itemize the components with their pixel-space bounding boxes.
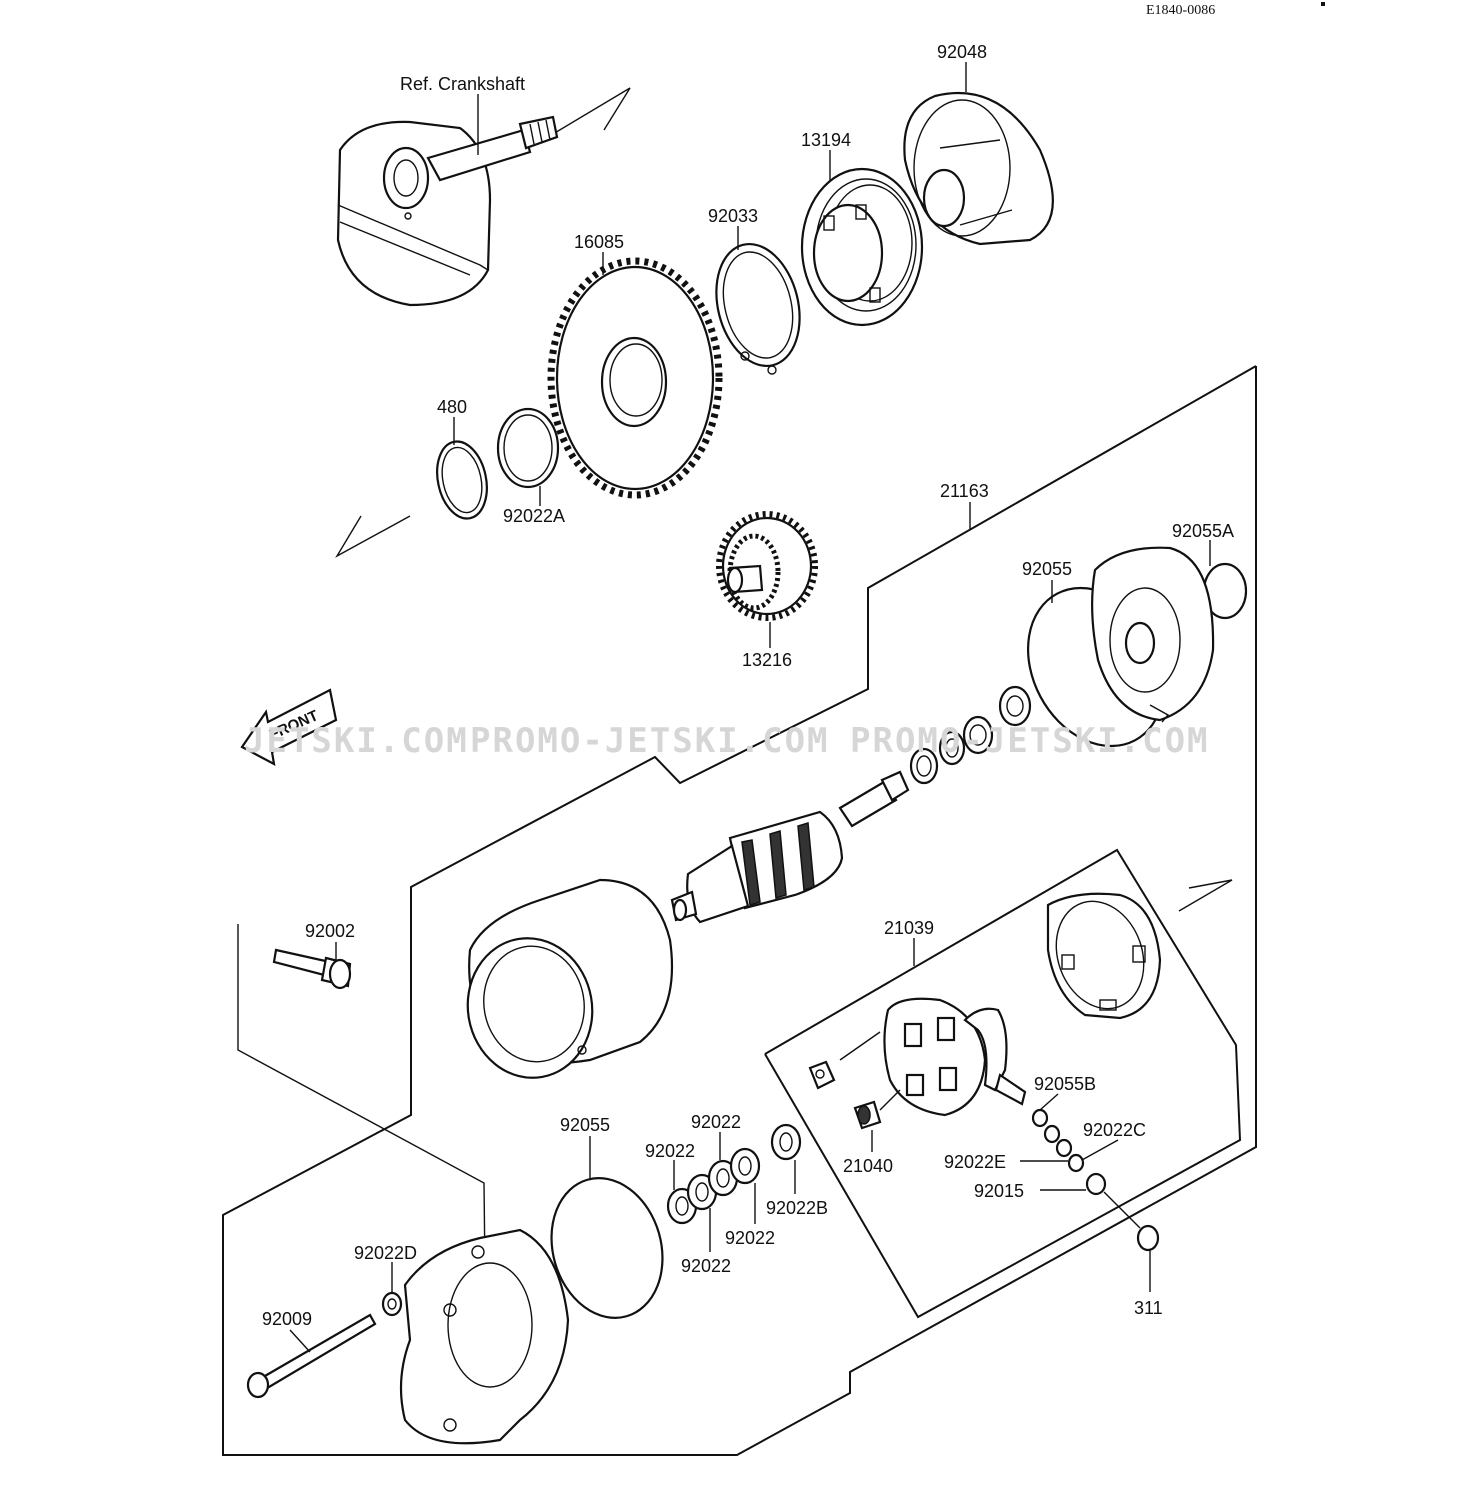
washer-92022D bbox=[381, 1291, 403, 1317]
o-ring-92055-bottom bbox=[550, 1177, 664, 1319]
label-92033: 92033 bbox=[708, 206, 758, 226]
part-labels: Ref. Crankshaft 92048 13194 92033 16085 … bbox=[262, 42, 1234, 1329]
clutch-housing-92048 bbox=[903, 91, 1054, 246]
terminal-hardware bbox=[1031, 1108, 1160, 1252]
brush-holder-21039 bbox=[839, 997, 1027, 1117]
circlip-480 bbox=[436, 440, 488, 520]
watermark-2: PROMO-JETSKI.COM bbox=[470, 721, 830, 761]
label-92055B: 92055B bbox=[1034, 1074, 1096, 1094]
corner-mark bbox=[1321, 2, 1325, 6]
label-92002: 92002 bbox=[305, 921, 355, 941]
label-92055A: 92055A bbox=[1172, 521, 1234, 541]
label-92022-a: 92022 bbox=[645, 1141, 695, 1161]
brush-small bbox=[808, 1060, 836, 1090]
gear-16085 bbox=[547, 257, 723, 499]
washers-bottom bbox=[666, 1123, 802, 1225]
label-480: 480 bbox=[437, 397, 467, 417]
label-92055-bottom: 92055 bbox=[560, 1115, 610, 1135]
washer-92022A bbox=[496, 407, 560, 489]
watermark-1: JETSKI.COM bbox=[244, 721, 469, 761]
label-92022-c: 92022 bbox=[725, 1228, 775, 1248]
reference-arrow-top bbox=[552, 87, 631, 135]
watermark-3: PROMO-JETSKI.COM bbox=[850, 721, 1210, 761]
label-92048: 92048 bbox=[937, 42, 987, 62]
outline-brush-assembly bbox=[764, 848, 1242, 1319]
reference-arrow-left bbox=[335, 515, 411, 558]
outline-starter-assembly bbox=[222, 365, 1257, 1456]
brush-cover bbox=[1046, 892, 1162, 1020]
label-92055-top: 92055 bbox=[1022, 559, 1072, 579]
label-13216: 13216 bbox=[742, 650, 792, 670]
label-92015: 92015 bbox=[974, 1181, 1024, 1201]
label-92022B: 92022B bbox=[766, 1198, 828, 1218]
thrust-washers bbox=[909, 685, 1032, 785]
end-bracket bbox=[399, 1228, 570, 1445]
reference-arrow-right bbox=[1178, 879, 1233, 912]
label-13194: 13194 bbox=[801, 130, 851, 150]
label-92022-d: 92022 bbox=[681, 1256, 731, 1276]
one-way-clutch-13194 bbox=[800, 167, 924, 327]
label-92009: 92009 bbox=[262, 1309, 312, 1329]
label-92022A: 92022A bbox=[503, 506, 565, 526]
gear-13216 bbox=[716, 511, 818, 621]
leader-lines bbox=[289, 62, 1211, 1353]
end-cover-21163 bbox=[1091, 546, 1215, 723]
bolt-92009 bbox=[246, 1313, 377, 1399]
label-21163: 21163 bbox=[940, 481, 989, 501]
yoke-housing bbox=[466, 878, 674, 1079]
bolt-92002 bbox=[272, 948, 352, 990]
drawing-code: E1840-0086 bbox=[1146, 3, 1215, 18]
label-ref-crankshaft: Ref. Crankshaft bbox=[400, 74, 525, 94]
brush-21040 bbox=[853, 1100, 882, 1130]
label-92022E: 92022E bbox=[944, 1152, 1006, 1172]
crankshaft-drawing bbox=[336, 115, 559, 307]
label-16085: 16085 bbox=[574, 232, 624, 252]
label-92022-b: 92022 bbox=[691, 1112, 741, 1132]
front-arrow: FRONT bbox=[240, 688, 338, 767]
armature bbox=[670, 770, 910, 924]
label-21040: 21040 bbox=[843, 1156, 893, 1176]
label-311: 311 bbox=[1134, 1298, 1163, 1318]
label-21039: 21039 bbox=[884, 918, 934, 938]
label-92022D: 92022D bbox=[354, 1243, 417, 1263]
circlip-92033 bbox=[715, 242, 801, 375]
label-92022C: 92022C bbox=[1083, 1120, 1146, 1140]
